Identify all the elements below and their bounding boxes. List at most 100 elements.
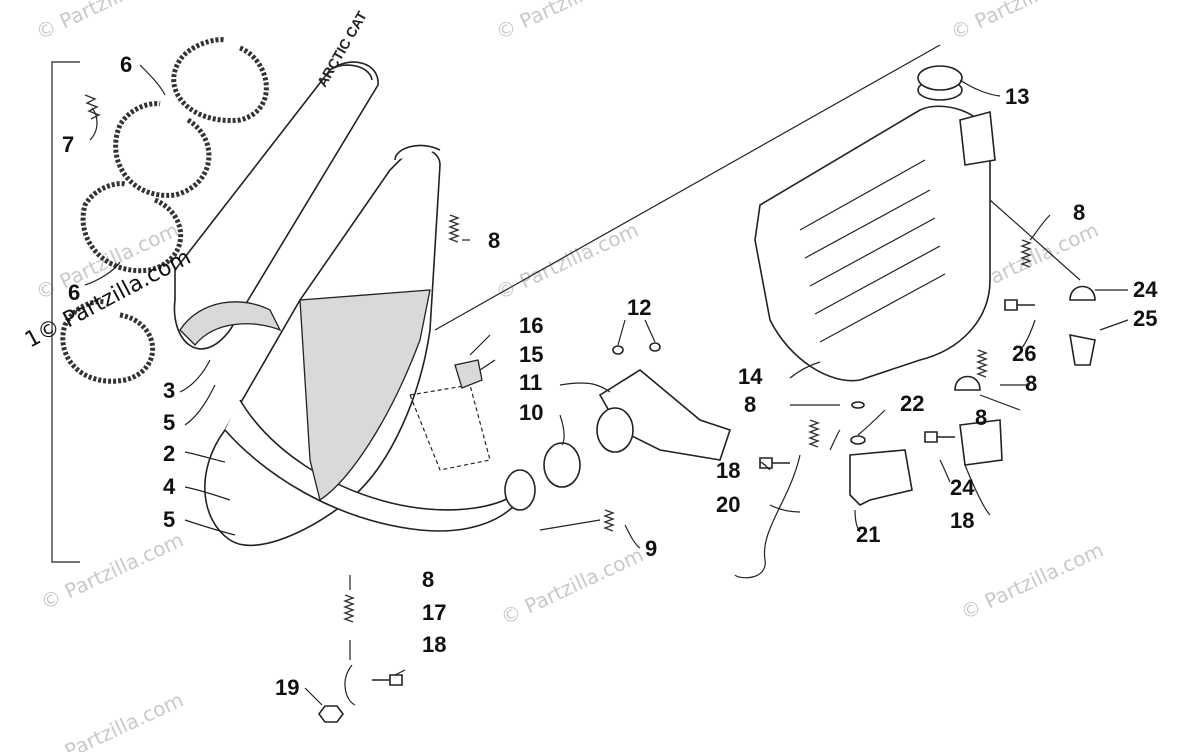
spring (1020, 239, 1032, 268)
leader (184, 384, 216, 426)
silencer-ribs (799, 159, 946, 343)
callout-label: 12 (627, 295, 651, 320)
leader (89, 107, 98, 141)
leader (857, 409, 886, 436)
callout-label: 8 (488, 228, 500, 253)
callout-label: 3 (163, 378, 175, 403)
leader (559, 414, 565, 446)
callout-label: 5 (163, 410, 175, 435)
pipe-shield (299, 289, 431, 502)
exhaust-manifold (596, 369, 732, 461)
nut (612, 345, 624, 355)
grommet (454, 359, 483, 389)
washer (850, 435, 866, 445)
mount-plate (409, 384, 491, 471)
exhaust-pipe (204, 144, 536, 547)
bracket-21 (849, 449, 913, 506)
watermark: © Partzilla.com (37, 688, 187, 752)
pipe-flange (504, 469, 536, 511)
nut (318, 705, 344, 723)
callout-label: 26 (1012, 341, 1036, 366)
callout-label: 8 (744, 392, 756, 417)
leader (959, 79, 1001, 97)
bracket-23 (959, 419, 1003, 466)
spring (84, 94, 101, 120)
callout-labels: 6 7 6 3 5 2 4 5 8 8 17 18 19 9 10 11 12 … (62, 52, 1158, 700)
heat-shield (179, 301, 282, 346)
leader (469, 334, 491, 356)
bumper (954, 375, 981, 391)
callout-label: 9 (645, 536, 657, 561)
leader (184, 451, 226, 463)
leader (539, 519, 601, 531)
leader (139, 64, 166, 96)
bolt (759, 457, 790, 469)
leader (179, 359, 211, 393)
callout-label: 10 (519, 400, 543, 425)
assembly-bracket (51, 61, 80, 563)
chamber-body (173, 61, 379, 350)
leader (759, 461, 771, 471)
spring (603, 509, 615, 532)
leader (989, 199, 1081, 281)
callout-label: 6 (68, 280, 80, 305)
leader (394, 669, 406, 676)
pipe-inlet (394, 144, 441, 161)
callout-label: 16 (519, 313, 543, 338)
silencer-bracket (959, 110, 996, 166)
leader (304, 687, 323, 706)
watermark: © Partzilla.com (497, 543, 647, 630)
watermark: © Partzilla.com (37, 528, 187, 615)
callout-label: 8 (975, 405, 987, 430)
chain-clamp (113, 101, 212, 198)
callout-label: 18 (422, 632, 446, 657)
bolt (372, 674, 403, 686)
leader (184, 519, 236, 536)
bracket-25 (1069, 333, 1096, 366)
chamber-outlet (329, 64, 373, 81)
gasket (543, 442, 581, 488)
leader-line (434, 44, 941, 331)
leader (769, 504, 801, 513)
callout-label: 20 (716, 492, 740, 517)
callout-label: 19 (275, 675, 299, 700)
silencer (754, 79, 996, 382)
callout-label: 8 (1073, 200, 1085, 225)
watermark: © Partzilla.com (492, 218, 642, 305)
callout-label: 11 (519, 370, 542, 395)
watermark: © Partzilla.com (492, 0, 642, 45)
callout-label: 17 (422, 600, 446, 625)
leader (479, 359, 496, 371)
spring (976, 349, 988, 378)
leader (789, 361, 821, 379)
leader (829, 429, 841, 451)
chain-clamps (60, 37, 269, 384)
callout-label: 13 (1005, 84, 1029, 109)
spring (448, 214, 460, 243)
hook-17 (344, 664, 356, 706)
leader (559, 382, 611, 393)
callout-label: 25 (1133, 306, 1157, 331)
callout-label: 4 (163, 474, 176, 499)
leader (854, 509, 861, 533)
bolt (1004, 299, 1035, 311)
callout-label: 7 (62, 132, 74, 157)
callout-label: 14 (738, 364, 763, 389)
nut (649, 342, 661, 352)
callout-label: 18 (716, 458, 740, 483)
callout-label: 24 (1133, 277, 1158, 302)
cable (734, 454, 801, 579)
callout-label: 15 (519, 342, 543, 367)
leader (84, 261, 121, 286)
callout-label: 21 (856, 522, 880, 547)
leader (939, 459, 951, 483)
leader (184, 486, 231, 501)
leader (1099, 319, 1129, 331)
leader (624, 524, 641, 549)
spring (808, 419, 820, 448)
callout-label: 8 (1025, 371, 1037, 396)
watermark: © Partzilla.com (947, 0, 1097, 45)
chain-clamp (171, 37, 269, 123)
